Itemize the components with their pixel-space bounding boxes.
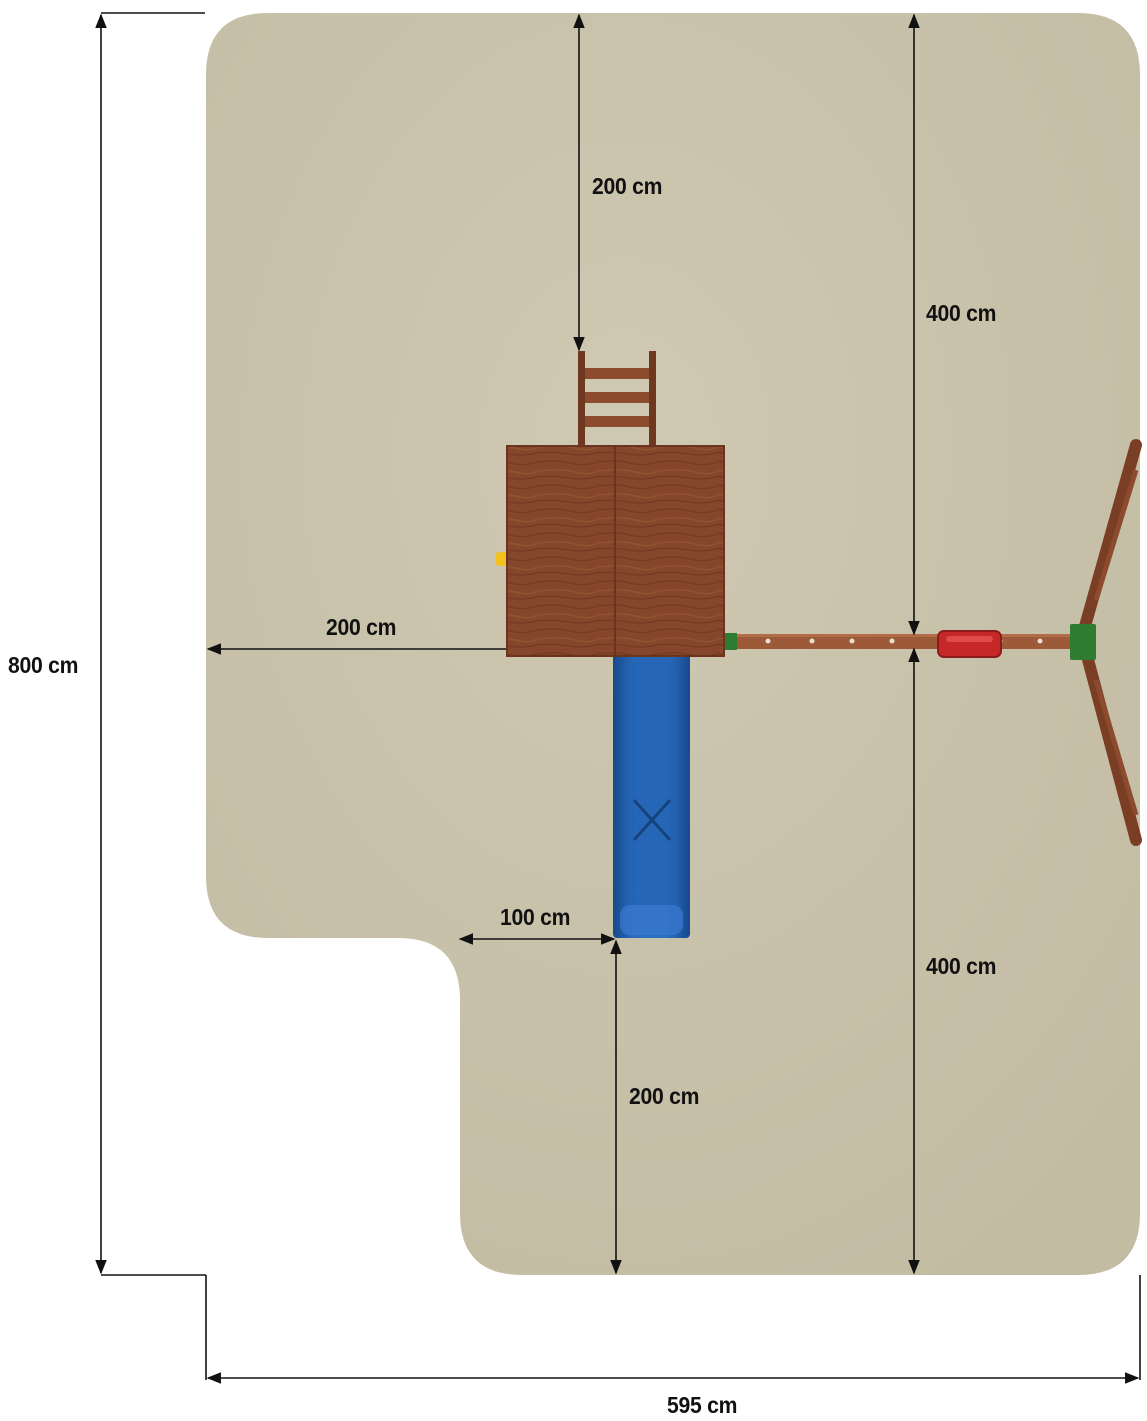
label-total-height: 800 cm	[8, 652, 79, 678]
beam-bracket-left	[724, 633, 737, 650]
ladder	[578, 351, 656, 447]
swing-a-frame	[1076, 439, 1142, 846]
label-left-to-tower: 200 cm	[326, 614, 397, 640]
label-slide-side: 100 cm	[500, 904, 571, 930]
label-swing-lower: 400 cm	[926, 953, 997, 979]
label-slide-end: 200 cm	[629, 1083, 700, 1109]
tower-roof	[506, 445, 725, 657]
label-swing-upper: 400 cm	[926, 300, 997, 326]
swing-seat	[937, 630, 1002, 658]
label-total-width: 595 cm	[667, 1392, 738, 1418]
slide	[613, 652, 690, 938]
label-top-to-ladder: 200 cm	[592, 173, 663, 199]
beam-bracket-right	[1070, 624, 1096, 660]
tower-handle	[496, 552, 507, 566]
dimension-lines	[95, 12, 1141, 1384]
